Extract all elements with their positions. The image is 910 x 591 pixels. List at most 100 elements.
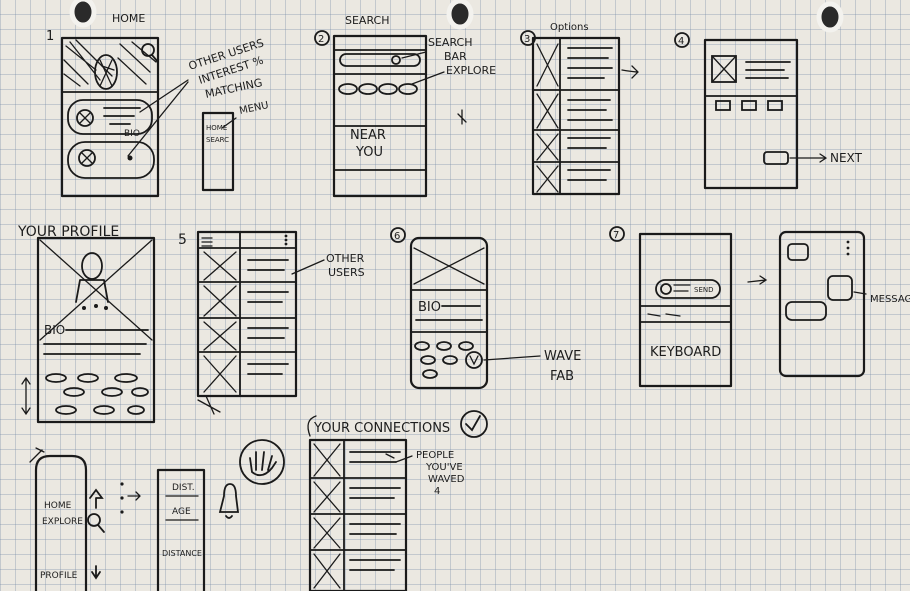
phone-frame bbox=[638, 232, 733, 388]
image-placeholder bbox=[711, 55, 737, 83]
keyboard-label: KEYBOARD bbox=[650, 345, 721, 360]
cover-x bbox=[39, 239, 153, 341]
sketch-number: 4 bbox=[678, 36, 684, 47]
sketch-title-connections: YOUR CONNECTIONS bbox=[313, 421, 450, 436]
annotation-message: MESSAGE bbox=[870, 294, 910, 305]
message-bubble bbox=[827, 275, 853, 301]
bell-icon bbox=[218, 483, 240, 513]
bio-label: BIO bbox=[124, 129, 140, 139]
annotation-people: YOU'VE bbox=[425, 462, 463, 473]
phone-frame bbox=[703, 38, 799, 190]
phone-frame bbox=[196, 230, 298, 398]
arrow bbox=[127, 491, 141, 501]
binder-hole bbox=[69, 0, 97, 28]
sketch-number: 6 bbox=[394, 231, 400, 242]
annotation-explore: EXPLORE bbox=[446, 64, 496, 77]
match-card bbox=[67, 99, 153, 135]
bio-label: BIO bbox=[44, 323, 65, 337]
annotation-fab: FAB bbox=[550, 369, 574, 384]
annotation-arrow bbox=[483, 355, 541, 361]
annotation-people: WAVED bbox=[428, 474, 465, 485]
phone-frame bbox=[778, 230, 866, 378]
scroll-arrow bbox=[21, 376, 31, 416]
cover-x bbox=[413, 247, 485, 285]
sketch-number: 1 bbox=[46, 29, 54, 44]
sketch-number: 5 bbox=[178, 232, 187, 248]
near-label: NEAR bbox=[350, 128, 386, 143]
sketch-users-list-screen: 5 OTHER USERS bbox=[178, 230, 365, 415]
annotation-arrow bbox=[127, 79, 189, 157]
send-label: SEND bbox=[694, 286, 714, 294]
nav-item-explore: EXPLORE bbox=[42, 517, 83, 527]
sketch-messaging-screen: 7 SEND KEYBOARD MESSAGE bbox=[609, 226, 910, 388]
sketch-title-profile: YOUR PROFILE bbox=[17, 224, 119, 240]
nav-item-home: HOME bbox=[44, 501, 72, 511]
arrow bbox=[747, 275, 768, 285]
sketch-detail-screen: 4 NEXT bbox=[674, 32, 863, 190]
phone-frame bbox=[60, 36, 160, 198]
down-arrow-icon bbox=[91, 565, 101, 580]
menu-item-search: SEARC bbox=[206, 136, 229, 144]
filter-distance-text: DISTANCE bbox=[162, 549, 202, 558]
menu-label: MENU bbox=[238, 100, 269, 117]
sketch-user-profile-screen: 6 BIO WAVE FAB bbox=[390, 227, 581, 390]
sketch-number: 3 bbox=[524, 34, 530, 45]
next-button-sketch bbox=[763, 151, 789, 165]
search-icon bbox=[141, 43, 155, 57]
sketch-options-screen: 3 Options bbox=[520, 22, 639, 196]
filter-distance-label: DIST. bbox=[172, 483, 195, 493]
menu-item-home: HOME bbox=[206, 124, 227, 132]
sketch-nav-and-filters: HOME EXPLORE PROFILE DIST. AGE DISTANCE bbox=[29, 439, 285, 591]
phone-frame bbox=[531, 36, 621, 196]
annotation-search-bar: BAR bbox=[444, 50, 467, 63]
avatar-sketch bbox=[81, 252, 103, 280]
star-mark bbox=[457, 109, 467, 125]
annotation-next: NEXT bbox=[830, 151, 863, 165]
wave-hand-icon bbox=[239, 439, 285, 485]
wave-fab-sketch bbox=[465, 351, 483, 369]
sketch-number: 2 bbox=[318, 34, 324, 45]
phone-frame bbox=[332, 34, 428, 198]
search-icon bbox=[391, 55, 401, 65]
phone-frame bbox=[409, 236, 489, 390]
message-input-sketch bbox=[655, 279, 721, 299]
sketch-connections-screen: YOUR CONNECTIONS PEOPLE YOU'VE WAVED 4 bbox=[307, 410, 488, 591]
phone-frame bbox=[308, 438, 408, 591]
phone-frame bbox=[36, 236, 156, 424]
sketch-title-search: SEARCH bbox=[345, 14, 390, 27]
nav-item-profile: PROFILE bbox=[40, 571, 78, 581]
header-hatching bbox=[63, 39, 157, 87]
arrow bbox=[789, 153, 828, 163]
check-mark bbox=[460, 410, 488, 438]
annotation-people: PEOPLE bbox=[416, 450, 454, 461]
thumbnail-x bbox=[313, 443, 341, 589]
filter-age-label: AGE bbox=[172, 507, 191, 517]
avatar-scribble bbox=[99, 59, 115, 87]
avatar-sketch bbox=[94, 54, 118, 90]
sketch-home-screen: 1 HOME BIO OTHER USERS INTEREST % MATCHI… bbox=[46, 12, 270, 198]
search-icon bbox=[87, 513, 101, 527]
sketch-profile-screen: YOUR PROFILE BIO bbox=[17, 224, 156, 424]
text-lines bbox=[567, 47, 613, 181]
filter-panel-sketch bbox=[156, 468, 206, 591]
arrow bbox=[621, 65, 639, 79]
annotation-other-users: USERS bbox=[328, 266, 365, 279]
annotation-other-users: OTHER bbox=[326, 252, 365, 265]
up-arrow-icon bbox=[89, 488, 104, 509]
thumbnail-x bbox=[203, 251, 237, 393]
sketch-search-screen: 2 SEARCH NEAR YOU SEARCH BAR EXPLORE bbox=[314, 14, 496, 198]
annotation-wave: WAVE bbox=[544, 349, 581, 364]
nav-drawer-sketch bbox=[34, 454, 88, 591]
thumbnail-x bbox=[536, 43, 559, 193]
bio-label: BIO bbox=[418, 300, 441, 315]
annotation-people: 4 bbox=[434, 486, 440, 497]
sketch-title-home: HOME bbox=[112, 12, 145, 25]
match-card bbox=[67, 141, 155, 179]
you-label: YOU bbox=[355, 145, 383, 160]
binder-hole bbox=[816, 1, 844, 33]
annotation-search-bar: SEARCH bbox=[428, 36, 473, 49]
menu-sketch bbox=[201, 111, 235, 192]
sketch-title-options: Options bbox=[550, 22, 589, 33]
